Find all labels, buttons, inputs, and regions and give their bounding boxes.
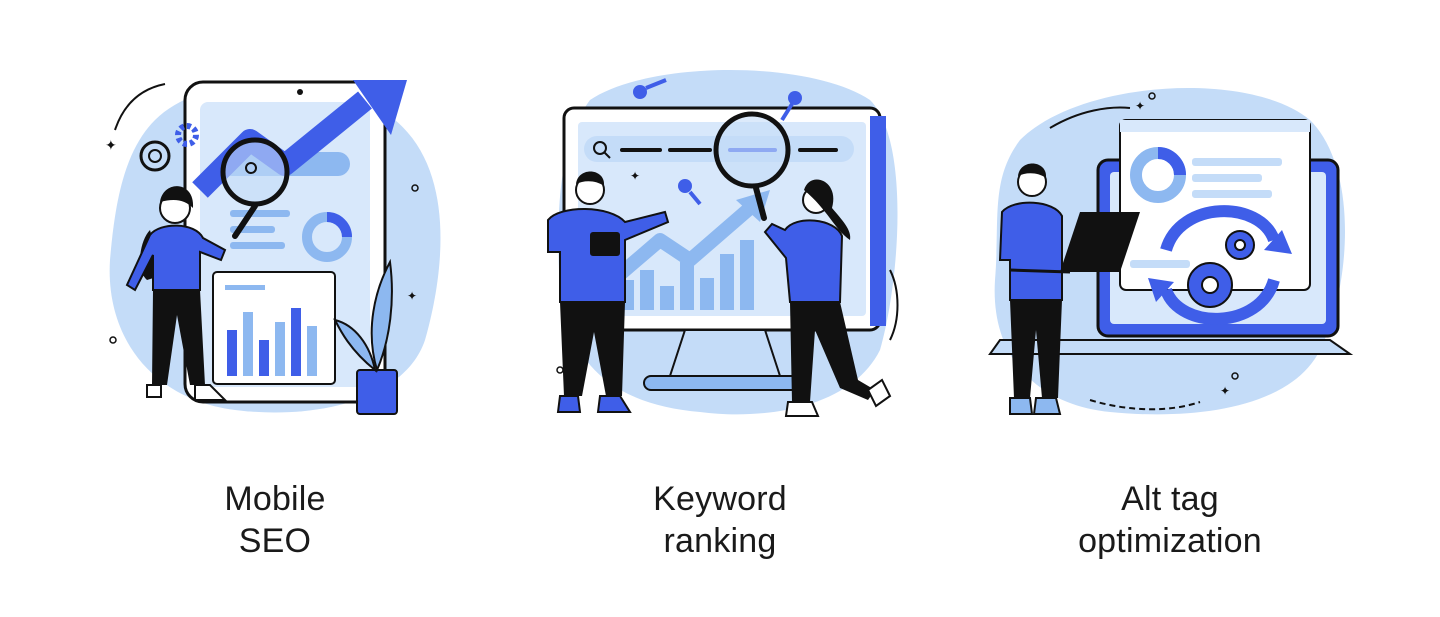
- caption-line-2: optimization: [1078, 522, 1262, 560]
- keyword-ranking-illustration-icon: ✦: [547, 70, 899, 417]
- caption-line-1: Mobile: [224, 480, 326, 518]
- caption-line-2: ranking: [663, 522, 777, 560]
- caption-line-1: Keyword: [653, 480, 787, 518]
- svg-text:✦: ✦: [630, 169, 640, 183]
- svg-text:✦: ✦: [105, 138, 117, 154]
- card-mobile-seo: ✦ ✦ Mobile SEO: [35, 0, 515, 617]
- card-keyword-ranking: ✦ Keyword ranking: [480, 0, 960, 617]
- alt-tag-optimization-illustration-icon: ✦ ✦: [988, 87, 1354, 415]
- card-caption: Alt tag optimization: [930, 478, 1410, 562]
- caption-line-2: SEO: [238, 522, 312, 560]
- svg-text:✦: ✦: [1135, 99, 1145, 113]
- card-caption: Mobile SEO: [35, 478, 515, 562]
- svg-text:✦: ✦: [407, 289, 417, 303]
- caption-line-1: Alt tag: [1121, 480, 1219, 518]
- card-alt-tag-optimization: ✦ ✦ Alt tag optimization: [930, 0, 1410, 617]
- mobile-seo-illustration-icon: ✦ ✦: [105, 80, 441, 415]
- card-caption: Keyword ranking: [480, 478, 960, 562]
- svg-text:✦: ✦: [1220, 384, 1230, 398]
